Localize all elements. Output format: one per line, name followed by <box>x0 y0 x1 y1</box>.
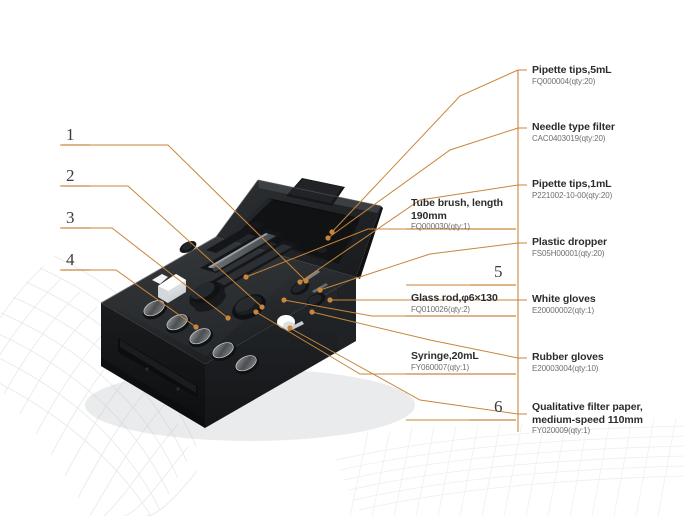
label-rubber-gloves-title: Rubber gloves <box>532 351 604 363</box>
label-glass-rod-code: FQ010026(qty:2) <box>411 304 470 314</box>
background-mesh-right <box>335 417 684 516</box>
leader-lines <box>60 69 527 432</box>
white-gloves-left <box>152 274 186 303</box>
label-plastic-dropper-code: FS05H00001(qty:20) <box>532 248 605 258</box>
callout-number-2: 2 <box>66 166 75 185</box>
vial-row <box>142 300 260 375</box>
label-needle-type-filter-code: CAC0403019(qty:20) <box>532 133 606 143</box>
label-glass-rod-title: Glass rod,φ6×130 <box>411 292 498 304</box>
case-contents <box>142 221 328 375</box>
callout-number-4: 4 <box>66 250 75 269</box>
label-rubber-gloves-code: E20003004(qty:10) <box>532 363 599 373</box>
callout-number-5: 5 <box>494 262 503 281</box>
label-white-gloves-title: White gloves <box>532 293 596 305</box>
callout-dots <box>193 229 335 331</box>
callout-number-1: 1 <box>66 125 75 144</box>
label-pipette-tips-1ml: Pipette tips,1mL P221002-10-00(qty:20) <box>532 178 612 201</box>
label-plastic-dropper-title: Plastic dropper <box>532 236 607 248</box>
label-needle-type-filter: Needle type filter CAC0403019(qty:20) <box>532 121 615 144</box>
label-tube-brush-code: FQ000030(qty:1) <box>411 222 470 231</box>
label-plastic-dropper: Plastic dropper FS05H00001(qty:20) <box>532 236 607 259</box>
label-syringe-title: Syringe,20mL <box>411 350 479 362</box>
label-glass-rod: Glass rod,φ6×130 FQ010026(qty:2) <box>411 292 523 315</box>
label-qualitative-filter-paper-title: Qualitative filter paper, medium-speed 1… <box>532 401 643 426</box>
label-white-gloves: White gloves E20000002(qty:1) <box>532 293 596 316</box>
label-syringe-code: FY060007(qty:1) <box>411 362 470 372</box>
label-pipette-tips-5ml-title: Pipette tips,5mL <box>532 64 612 76</box>
label-qualitative-filter-paper-code: FY020009(qty:1) <box>532 426 591 435</box>
label-tube-brush: Tube brush, length 190mm FQ000030(qty:1) <box>411 197 531 232</box>
callout-number-6: 6 <box>494 397 503 416</box>
label-pipette-tips-5ml-code: FQ000004(qty:20) <box>532 76 596 86</box>
label-pipette-tips-5ml: Pipette tips,5mL FQ000004(qty:20) <box>532 64 612 87</box>
label-pipette-tips-1ml-code: P221002-10-00(qty:20) <box>532 190 613 200</box>
label-pipette-tips-1ml-title: Pipette tips,1mL <box>532 178 612 190</box>
label-rubber-gloves: Rubber gloves E20003004(qty:10) <box>532 351 604 374</box>
tube-brush <box>208 233 276 270</box>
filter-paper-well <box>317 247 327 253</box>
callout-number-3: 3 <box>66 208 75 227</box>
slot-upper <box>206 221 266 253</box>
label-tube-brush-title: Tube brush, length 190mm <box>411 197 503 222</box>
label-qualitative-filter-paper: Qualitative filter paper, medium-speed 1… <box>532 401 677 436</box>
pipette-tip-piece <box>306 270 320 280</box>
label-white-gloves-code: E20000002(qty:1) <box>532 305 595 315</box>
label-syringe: Syringe,20mL FY060007(qty:1) <box>411 350 523 373</box>
label-needle-type-filter-title: Needle type filter <box>532 121 615 133</box>
